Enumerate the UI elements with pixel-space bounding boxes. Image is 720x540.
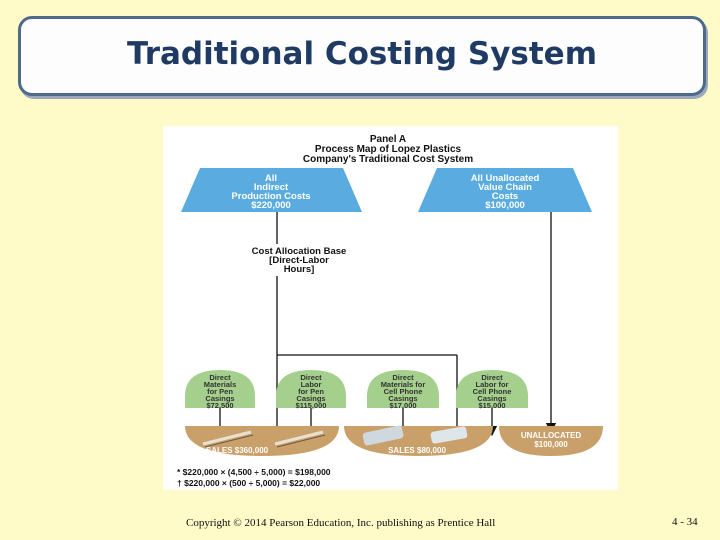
dome-3-line-4: Casings: [388, 394, 417, 403]
dome-1-line-1: Direct: [209, 373, 231, 382]
copyright-text: Copyright © 2014 Pearson Education, Inc.…: [186, 517, 496, 529]
indirect-costs-line-3: Production Costs: [231, 191, 310, 202]
value-chain-line-3: Costs: [492, 191, 518, 202]
indirect-costs-shape: [181, 168, 362, 212]
dome-3-line-3: Cell Phone: [384, 387, 423, 396]
dome-4-line-5: $15,000: [478, 401, 505, 410]
dome-direct-labor-pen: [276, 370, 346, 408]
indirect-costs-line-1: All: [265, 173, 277, 184]
panel-title-line-2: Process Map of Lopez Plastics: [315, 144, 462, 155]
dome-2-line-2: Labor: [301, 380, 322, 389]
dome-4-line-4: Casings: [477, 394, 506, 403]
allocation-base-line-3: Hours]: [284, 264, 315, 275]
dome-2-line-4: Casings: [296, 394, 325, 403]
unallocated-bowl: [499, 426, 603, 456]
pen-sales-label: SALES $360,000: [206, 446, 269, 455]
dome-4-line-3: Cell Phone: [473, 387, 512, 396]
phone-products-image: [362, 425, 468, 446]
process-map-figure: Panel A Process Map of Lopez Plastics Co…: [163, 126, 618, 490]
dome-1-line-3: for Pen: [207, 387, 233, 396]
panel-title-line-3: Company's Traditional Cost System: [303, 154, 473, 165]
phone-sales-label: SALES $80,000: [388, 446, 446, 455]
slide-title: Traditional Costing System: [126, 36, 598, 72]
dome-4-line-2: Labor for: [476, 380, 509, 389]
unallocated-label: UNALLOCATED: [521, 431, 582, 440]
value-chain-costs-shape: [418, 168, 592, 212]
dome-2-line-1: Direct: [300, 373, 322, 382]
footnote-2: † $220,000 × (500 ÷ 5,000) = $22,000: [177, 478, 320, 488]
title-box: Traditional Costing System: [18, 16, 706, 96]
dome-direct-materials-pen: [185, 370, 255, 408]
dome-1-line-4: Casings: [205, 394, 234, 403]
dome-2-line-5: $115,000: [296, 401, 327, 410]
allocation-base-line-2: [Direct-Labor: [269, 255, 329, 266]
dome-direct-labor-phone: [456, 370, 528, 408]
dome-4-line-1: Direct: [481, 373, 503, 382]
dome-3-line-1: Direct: [392, 373, 414, 382]
page-number: 4 - 34: [672, 516, 698, 528]
dome-2-line-3: for Pen: [298, 387, 324, 396]
dome-direct-materials-phone: [367, 370, 439, 408]
value-chain-line-4: $100,000: [485, 200, 525, 211]
footnote-1: * $220,000 × (4,500 ÷ 5,000) = $198,000: [177, 467, 331, 477]
pen-products-image: [202, 430, 326, 448]
dome-1-line-2: Materials: [204, 380, 237, 389]
indirect-costs-line-2: Indirect: [254, 182, 289, 193]
indirect-costs-line-4: $220,000: [251, 200, 291, 211]
dome-3-line-5: $17,000: [389, 401, 416, 410]
dome-1-line-5: $72,500: [206, 401, 233, 410]
value-chain-line-1: All Unallocated: [471, 173, 540, 184]
dome-3-line-2: Materials for: [381, 380, 426, 389]
value-chain-line-2: Value Chain: [478, 182, 532, 193]
allocation-base-line-1: Cost Allocation Base: [252, 246, 347, 257]
pen-sales-bowl: [185, 426, 339, 456]
panel-title-line-1: Panel A: [370, 134, 406, 145]
unallocated-value: $100,000: [534, 440, 568, 449]
